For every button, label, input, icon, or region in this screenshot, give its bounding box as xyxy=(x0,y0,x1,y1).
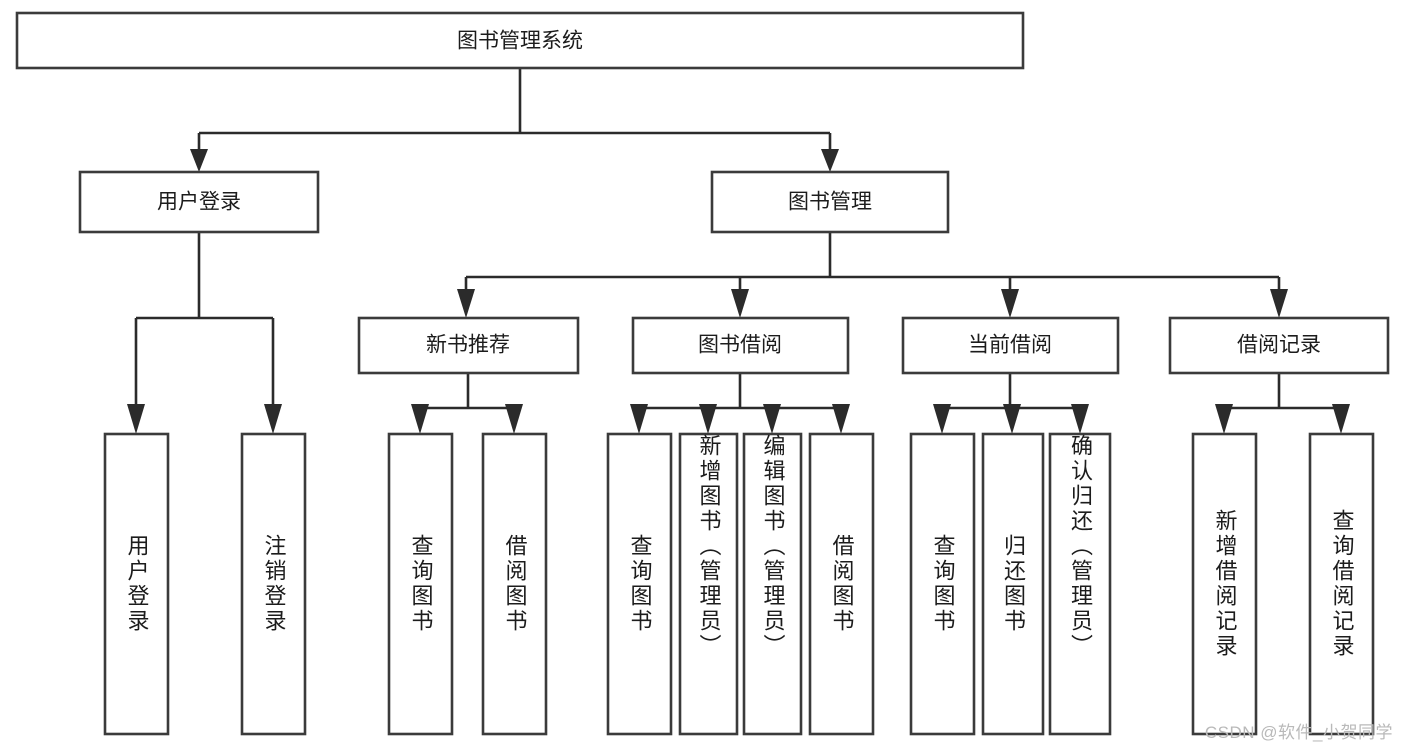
node-book-management[interactable] xyxy=(710,170,950,234)
arrowhead-leaf-edit-book-admin xyxy=(763,404,781,434)
arrowhead-leaf-user-login xyxy=(127,404,145,434)
arrowhead-leaf-query-book-borrow xyxy=(630,404,648,434)
leaf-borrow-book-recommend[interactable] xyxy=(481,432,548,736)
leaf-add-borrow-record[interactable] xyxy=(1191,432,1258,736)
node-book-borrow-label: 图书借阅 xyxy=(698,334,782,357)
arrowhead-new-book-recommend xyxy=(457,289,475,318)
arrowhead-leaf-query-borrow-record xyxy=(1332,404,1350,434)
node-root-book-management-system[interactable] xyxy=(15,11,1025,70)
leaf-confirm-return-admin[interactable] xyxy=(1048,432,1112,736)
node-borrow-record[interactable] xyxy=(1168,316,1390,375)
arrowhead-book-management xyxy=(821,149,839,172)
leaf-return-book[interactable] xyxy=(981,432,1045,736)
arrowhead-leaf-logout xyxy=(264,404,282,434)
leaf-edit-book-admin[interactable] xyxy=(742,432,803,736)
arrowhead-leaf-add-book-admin xyxy=(699,404,717,434)
leaf-logout[interactable] xyxy=(240,432,307,736)
leaf-add-book-admin[interactable] xyxy=(678,432,739,736)
node-user-login-label: 用户登录 xyxy=(157,191,241,214)
node-new-book-recommend-label: 新书推荐 xyxy=(426,334,510,357)
arrowhead-leaf-return-book xyxy=(1003,404,1021,434)
leaf-query-borrow-record[interactable] xyxy=(1308,432,1375,736)
node-layer: 图书管理系统 用户登录 图书管理 新书推荐 图书借阅 当前借阅 借阅记录 xyxy=(15,11,1390,736)
node-new-book-recommend[interactable] xyxy=(357,316,580,375)
csdn-watermark: CSDN @软件_小贺同学 xyxy=(1204,723,1393,742)
arrowhead-leaf-query-book-recommend xyxy=(411,404,429,434)
arrowhead-leaf-query-book-current xyxy=(933,404,951,434)
node-current-borrow[interactable] xyxy=(901,316,1120,375)
node-root-label: 图书管理系统 xyxy=(457,30,583,53)
arrowhead-current-borrow xyxy=(1001,289,1019,318)
node-user-login[interactable] xyxy=(78,170,320,234)
arrowhead-borrow-record xyxy=(1270,289,1288,318)
node-book-management-label: 图书管理 xyxy=(788,191,872,214)
leaf-borrow-book[interactable] xyxy=(808,432,875,736)
arrowhead-leaf-add-borrow-record xyxy=(1215,404,1233,434)
node-borrow-record-label: 借阅记录 xyxy=(1237,334,1321,357)
node-book-borrow[interactable] xyxy=(631,316,850,375)
arrowhead-book-borrow xyxy=(731,289,749,318)
leaf-query-book-recommend[interactable] xyxy=(387,432,454,736)
arrowhead-user-login xyxy=(190,149,208,172)
connector-layer xyxy=(127,68,1350,434)
node-current-borrow-label: 当前借阅 xyxy=(968,334,1052,357)
arrowhead-leaf-borrow-book-recommend xyxy=(505,404,523,434)
leaf-user-login[interactable] xyxy=(103,432,170,736)
arrowhead-leaf-confirm-return-admin xyxy=(1071,404,1089,434)
leaf-query-book-borrow[interactable] xyxy=(606,432,673,736)
arrowhead-leaf-borrow-book xyxy=(832,404,850,434)
leaf-query-book-current[interactable] xyxy=(909,432,976,736)
